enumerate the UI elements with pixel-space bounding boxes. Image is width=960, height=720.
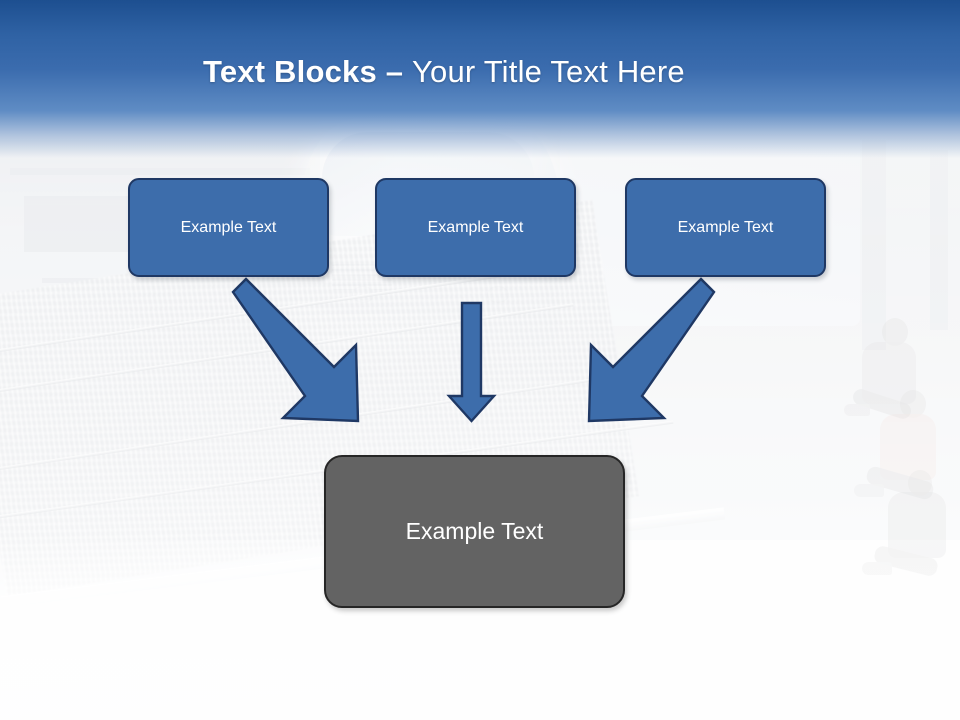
page-title-dash: – (385, 54, 412, 89)
text-block-1-label: Example Text (180, 218, 277, 236)
result-text-block[interactable]: Example Text (324, 455, 625, 608)
page-title-bold: Text Blocks (203, 54, 386, 89)
text-block-1[interactable]: Example Text (128, 178, 329, 277)
page-title-light: Your Title Text Here (412, 54, 685, 89)
text-block-2[interactable]: Example Text (375, 178, 576, 277)
text-block-2-label: Example Text (427, 218, 524, 236)
text-block-3[interactable]: Example Text (625, 178, 826, 277)
text-block-3-label: Example Text (677, 218, 774, 236)
page-title: Text Blocks – Your Title Text Here (203, 54, 685, 90)
result-text-block-label: Example Text (405, 518, 544, 544)
title-banner (0, 0, 960, 158)
